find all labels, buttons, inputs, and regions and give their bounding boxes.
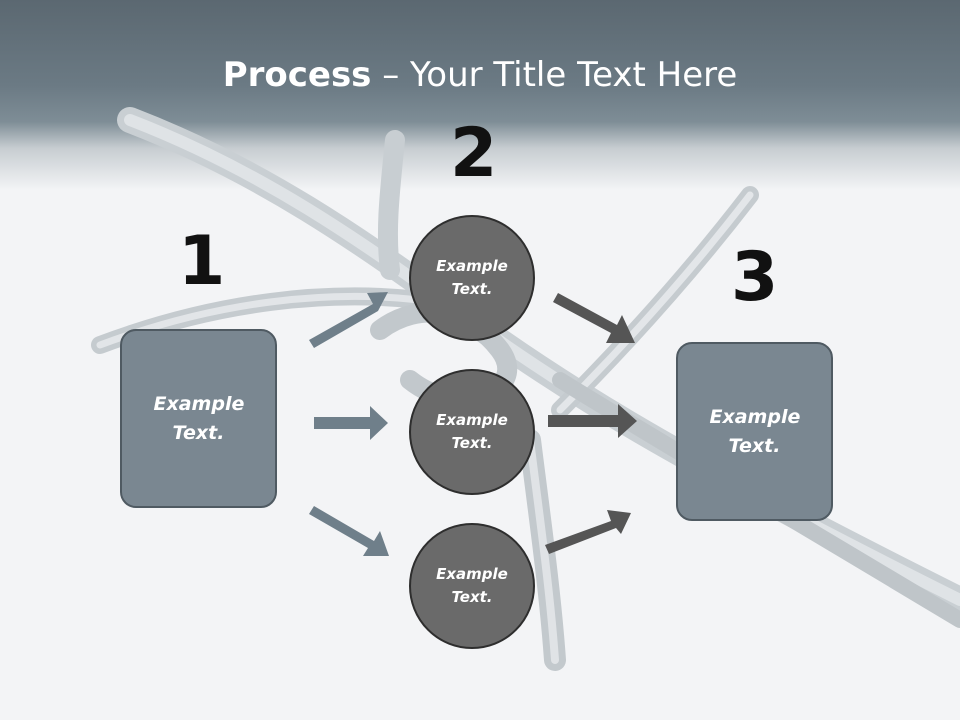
- arrow-circle-2-to-right: [548, 404, 637, 438]
- circle-3-line-2: Text.: [451, 588, 493, 606]
- arrow-circle-1-to-right: [553, 293, 635, 343]
- circle-1-line-1: Example: [436, 257, 508, 275]
- circle-2-line-1: Example: [436, 411, 508, 429]
- title-banner: [0, 0, 960, 190]
- process-circle-1: Example Text.: [409, 215, 535, 341]
- circle-2-line-2: Text.: [451, 434, 493, 452]
- step-number-3: 3: [731, 238, 779, 317]
- step-number-2: 2: [450, 114, 498, 193]
- slide-title: Process – Your Title Text Here: [0, 52, 960, 98]
- arrow-left-to-circle-3: [309, 506, 389, 556]
- process-circle-3: Example Text.: [409, 523, 535, 649]
- title-bold: Process: [222, 55, 372, 95]
- title-rest: – Your Title Text Here: [371, 55, 738, 95]
- circle-1-line-2: Text.: [451, 280, 493, 298]
- arrow-circle-3-to-right: [545, 510, 631, 554]
- step-number-1: 1: [178, 222, 226, 301]
- left-step-box: Example Text.: [120, 329, 277, 508]
- left-box-line-2: Text.: [172, 421, 225, 444]
- left-box-line-1: Example: [153, 392, 245, 415]
- right-box-line-1: Example: [709, 405, 801, 428]
- right-box-line-2: Text.: [728, 434, 781, 457]
- arrow-left-to-circle-1: [309, 292, 388, 348]
- circle-3-line-1: Example: [436, 565, 508, 583]
- arrow-left-to-circle-2: [314, 406, 388, 440]
- process-circle-2: Example Text.: [409, 369, 535, 495]
- right-step-box: Example Text.: [676, 342, 833, 521]
